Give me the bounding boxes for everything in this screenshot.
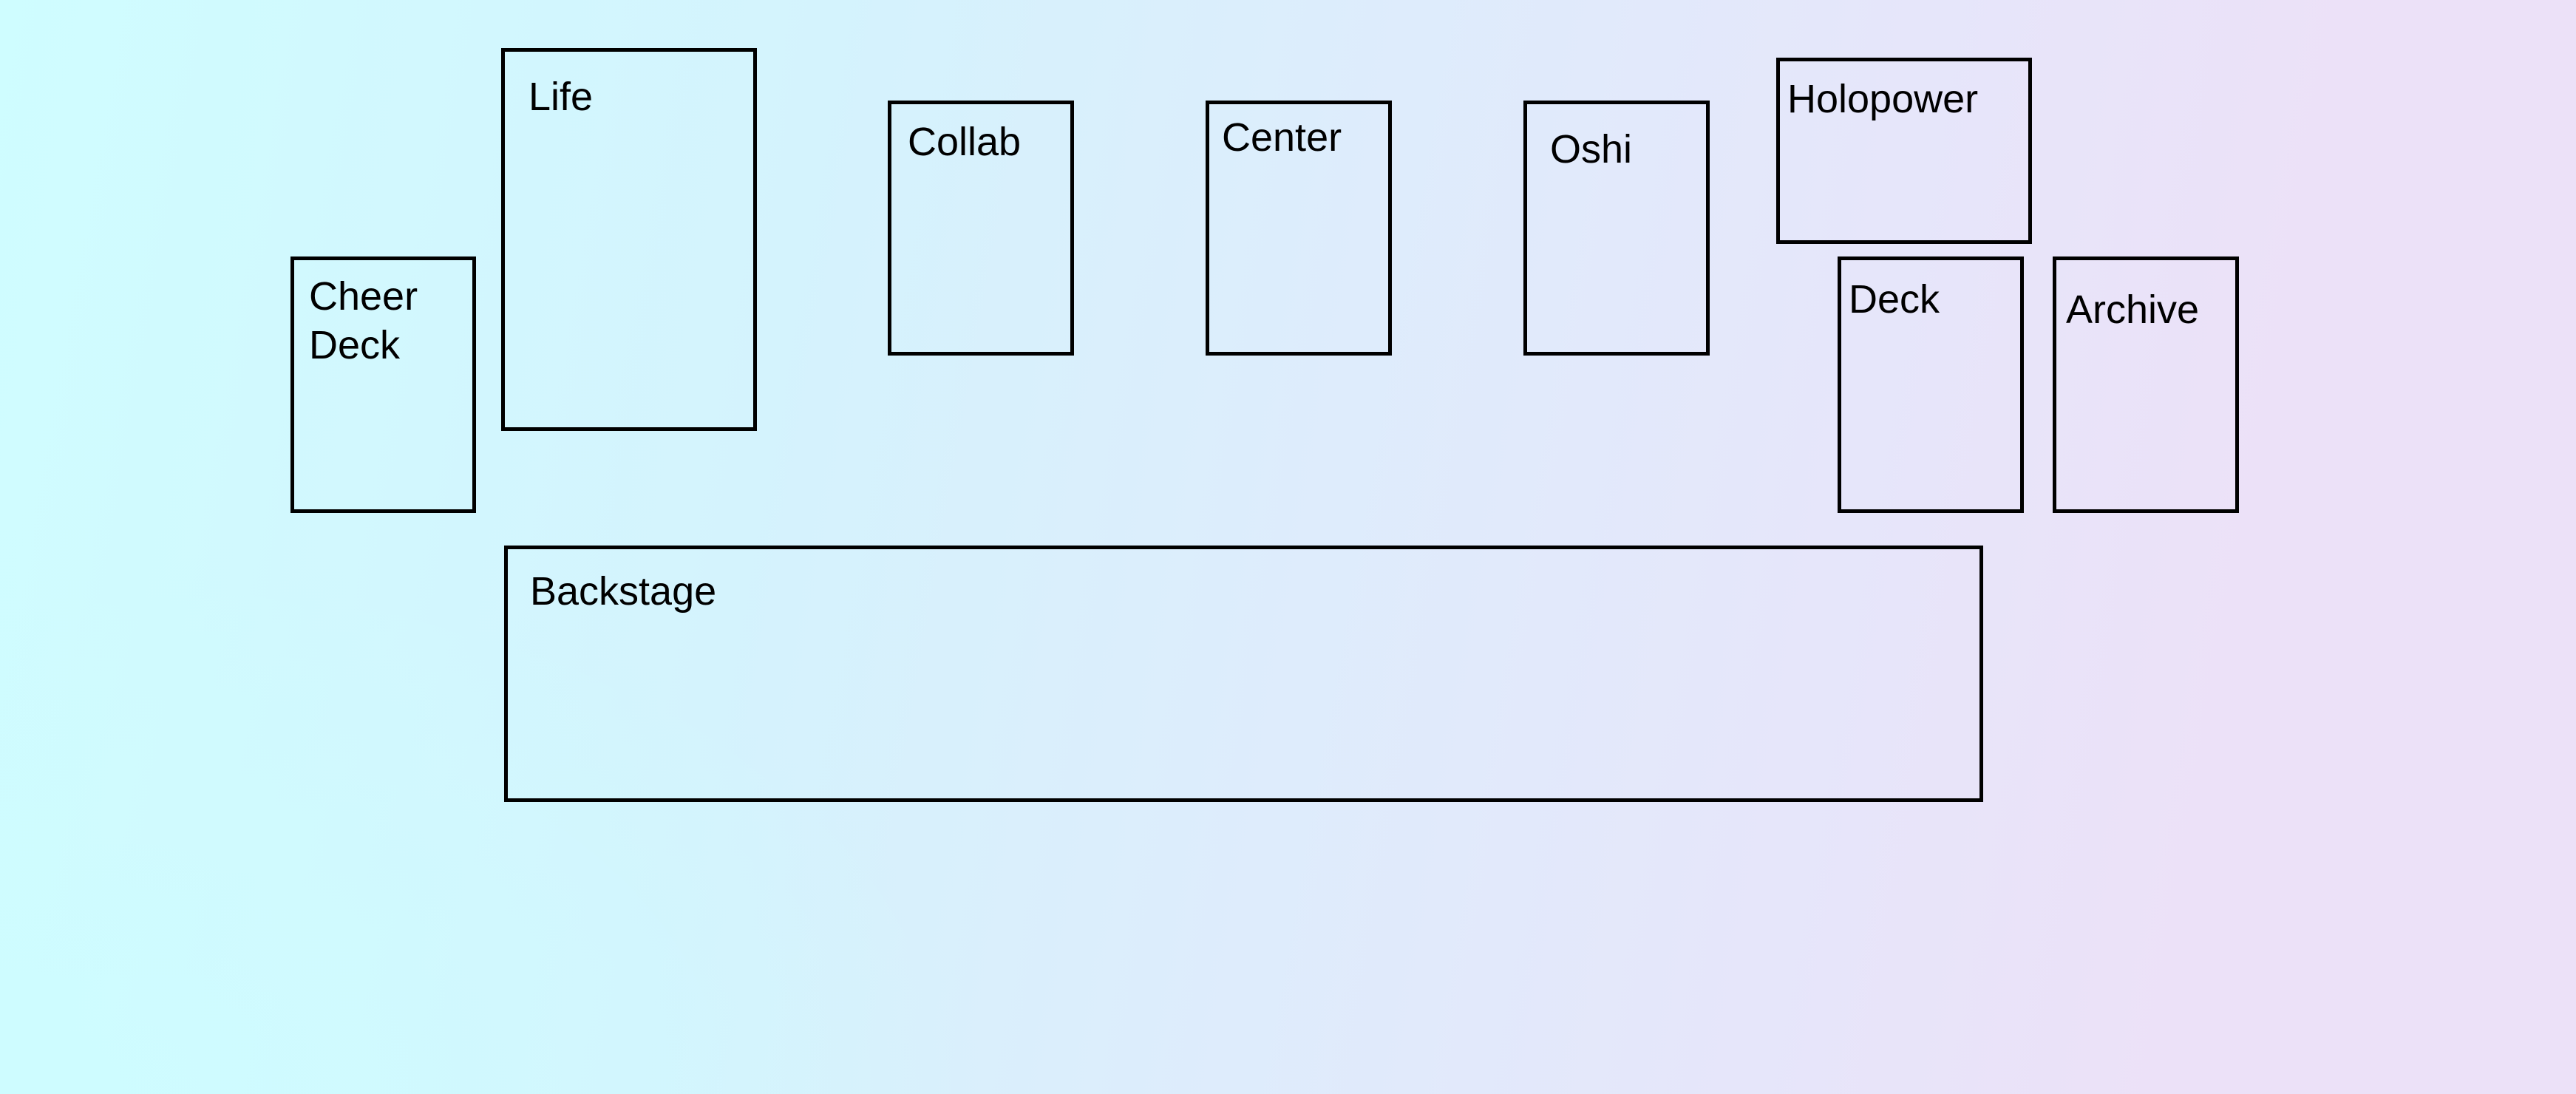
archive-label: Archive (2066, 288, 2200, 332)
backstage-zone[interactable]: Backstage (504, 546, 1983, 802)
holopower-label: Holopower (1787, 77, 1979, 121)
collab-zone[interactable]: Collab (888, 101, 1074, 356)
archive-zone[interactable]: Archive (2053, 256, 2239, 513)
cheer-deck-label: Cheer Deck (309, 274, 418, 367)
backstage-label: Backstage (530, 569, 717, 614)
deck-zone[interactable]: Deck (1838, 256, 2024, 513)
life-label: Life (529, 75, 594, 119)
deck-label: Deck (1849, 277, 1940, 322)
cheer-deck-zone[interactable]: Cheer Deck (290, 256, 476, 513)
oshi-label: Oshi (1550, 127, 1633, 171)
center-zone[interactable]: Center (1206, 101, 1392, 356)
collab-label: Collab (908, 120, 1022, 164)
center-label: Center (1222, 115, 1342, 160)
holopower-zone[interactable]: Holopower (1776, 58, 2032, 244)
life-zone[interactable]: Life (501, 48, 757, 431)
oshi-zone[interactable]: Oshi (1523, 101, 1710, 356)
